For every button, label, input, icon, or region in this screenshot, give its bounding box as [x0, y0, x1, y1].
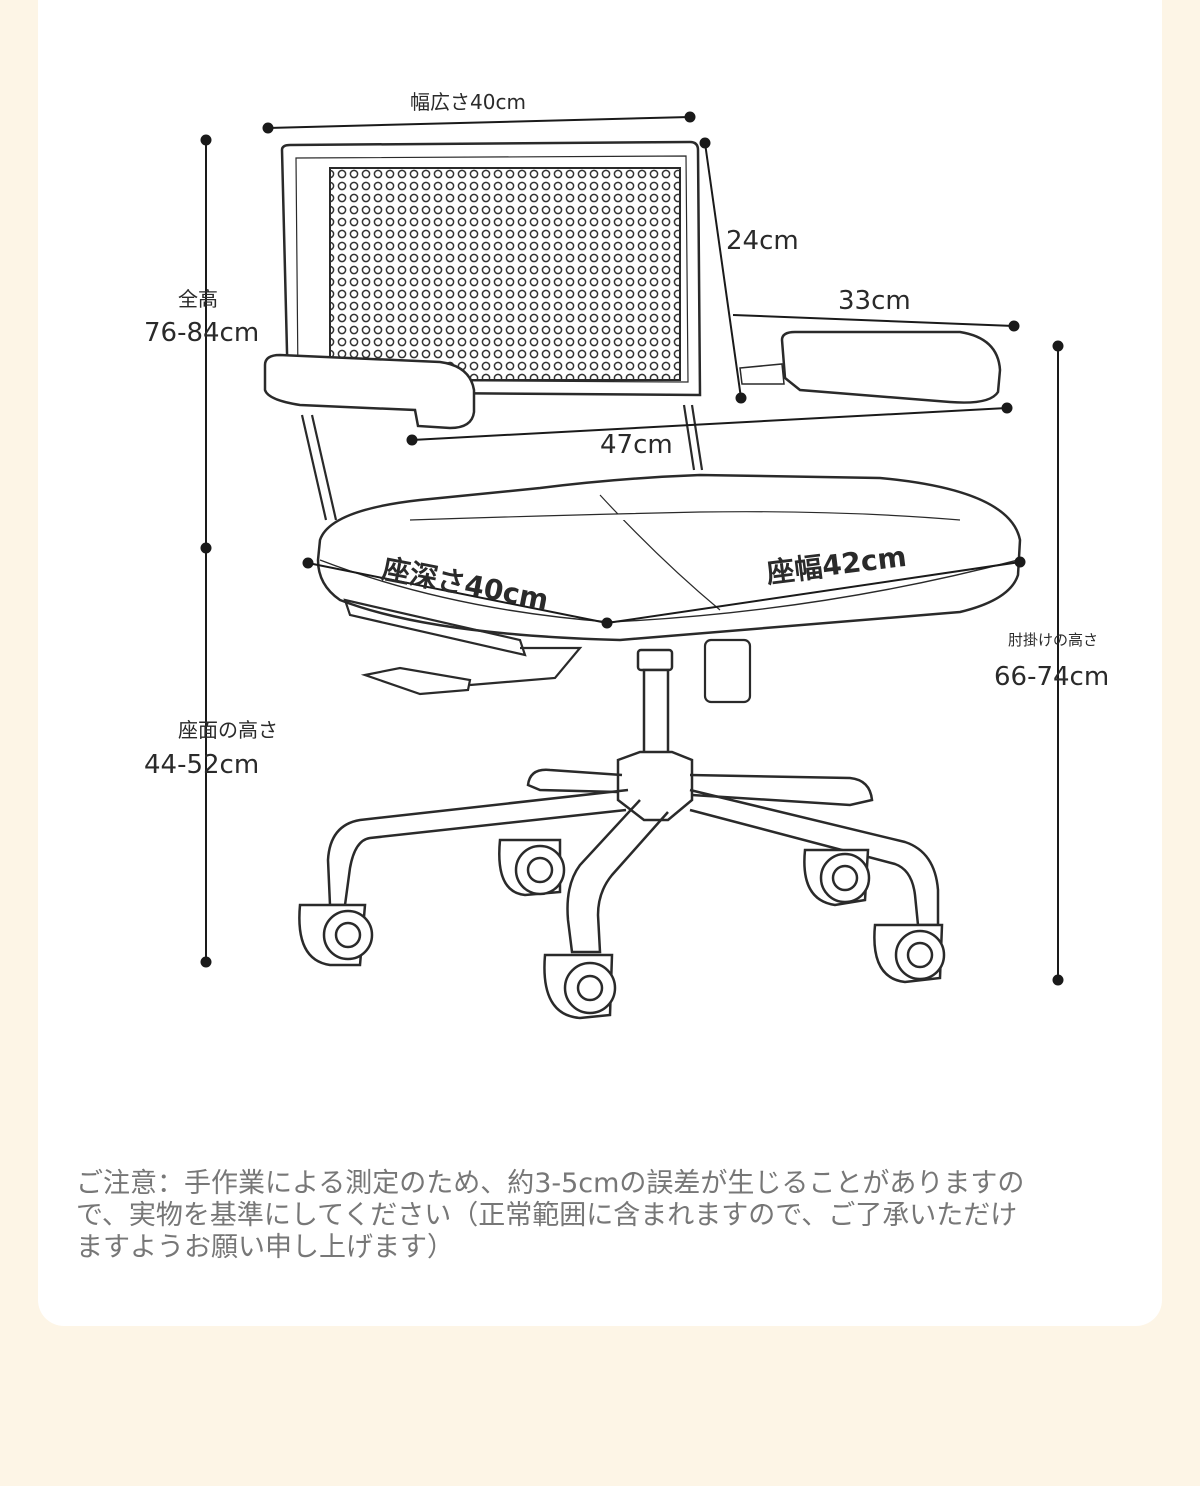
seat-mechanism	[343, 598, 752, 704]
note-line-1: ご注意：手作業による測定のため、約3-5cmの誤差が生じることがありますの	[76, 1168, 1025, 1199]
right-armrest	[739, 330, 1002, 404]
label-arm-span: 47cm	[600, 430, 673, 460]
left-armrest	[263, 353, 476, 430]
chair-backrest	[280, 140, 702, 397]
label-seat-height-title: 座面の高さ	[178, 718, 278, 742]
gas-column	[616, 648, 694, 822]
measurement-note: ご注意：手作業による測定のため、約3-5cmの誤差が生じることがありますの で、…	[76, 1168, 1136, 1264]
note-line-3: ますようお願い申し上げます）	[76, 1232, 454, 1263]
chair-casters	[298, 838, 946, 1020]
label-width: 幅広さ40cm	[410, 90, 526, 114]
label-armrest-height-value: 66-74cm	[994, 662, 1110, 692]
label-armrest-height-title: 肘掛けの高さ	[1008, 631, 1099, 649]
label-seat-height-value: 44-52cm	[144, 750, 260, 780]
label-total-height-title: 全高	[178, 287, 218, 311]
label-total-height-value: 76-84cm	[144, 318, 260, 348]
dimension-lines	[200, 111, 1064, 986]
label-back-height: 24cm	[726, 226, 799, 256]
seat-cushion	[316, 473, 1022, 642]
label-armrest-length: 33cm	[838, 286, 911, 316]
chair-dimension-illustration	[200, 111, 1064, 1020]
note-line-2: で、実物を基準にしてください（正常範囲に含まれますので、ご了承いただけ	[76, 1200, 1018, 1231]
arm-supports	[300, 404, 704, 521]
